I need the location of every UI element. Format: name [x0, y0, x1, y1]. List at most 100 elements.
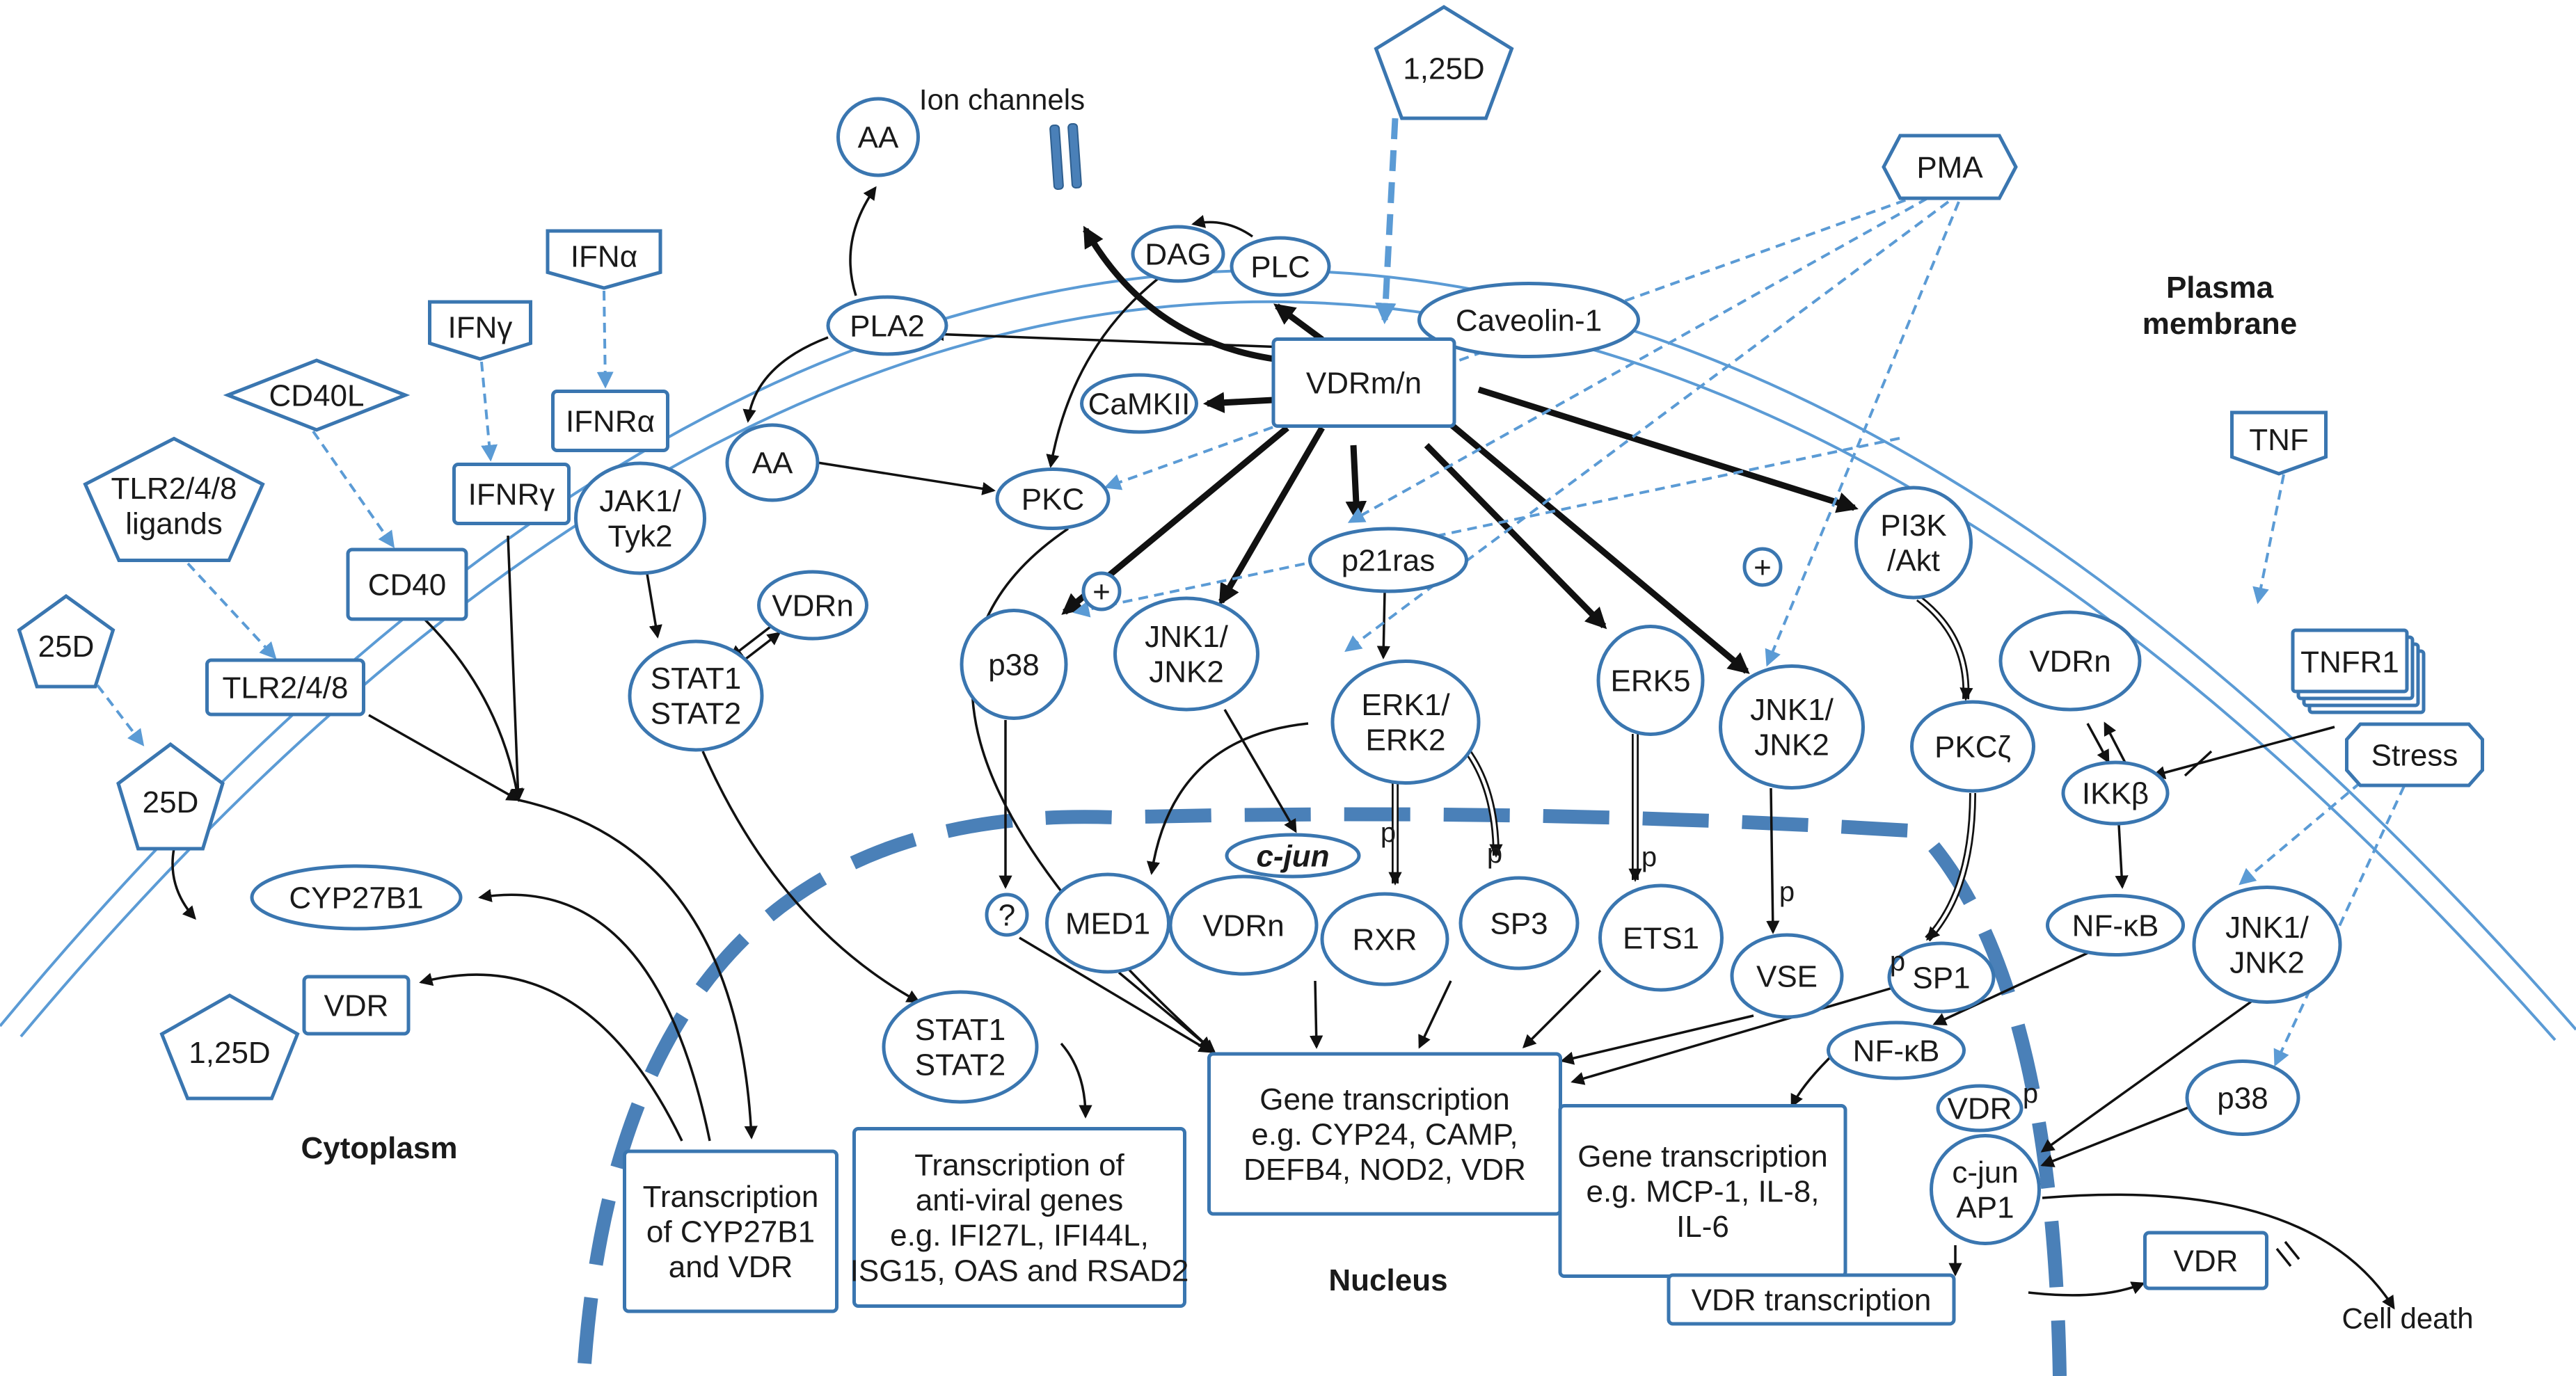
- ifn-r-alpha-node-text: IFNRα: [566, 404, 655, 438]
- vdr-transcription-to-vdr-arrow: [2028, 1281, 2145, 1297]
- p38-left-node: p38: [960, 609, 1068, 720]
- pla2-node-text: PLA2: [850, 309, 925, 343]
- dag-node: DAG: [1131, 225, 1225, 283]
- jnk-mid-node: JNK1/JNK2: [1719, 664, 1865, 790]
- plc-node-text: PLC: [1250, 250, 1310, 284]
- cyp-transcription-to-cyp27b1-arrow: [478, 888, 711, 1142]
- erk12-node-text: ERK1/ERK2: [1361, 688, 1450, 758]
- p38-right-to-ap1-arrow: [2040, 1105, 2193, 1167]
- vdrn-stat-node-text: VDRn: [772, 589, 853, 623]
- cyp27b1-node: CYP27B1: [250, 864, 463, 931]
- nfkb-cyto-node-text: NF-κB: [2072, 909, 2159, 943]
- pi3k-node-text: PI3K/Akt: [1880, 509, 1946, 578]
- vdr-nucleus-node-text: VDR: [1948, 1091, 2012, 1126]
- ifn-r-gamma-node-text: IFNRγ: [468, 477, 555, 511]
- tnf-node-text: TNF: [2249, 423, 2309, 457]
- dag-node-text: DAG: [1145, 237, 1211, 271]
- ligand-1-25d-bottom: 1,25D: [159, 993, 300, 1101]
- vdrmn-to-jnk-mid-arrow: [1449, 422, 1750, 674]
- pla2-to-aa-top-arrow: [849, 186, 877, 296]
- vdrmn-to-pi3k-arrow: [1477, 386, 1859, 513]
- plc-node: PLC: [1230, 236, 1331, 297]
- stress-node: Stress: [2345, 722, 2484, 787]
- med1-to-gene-arrow: [1118, 971, 1216, 1053]
- ifna-to-ifnra-dashed-arrow: [596, 290, 614, 389]
- dag-to-pkc-arrow: [1046, 277, 1160, 468]
- p-label-ap1: p: [2023, 1078, 2038, 1109]
- vse-to-gene-arrow: [1560, 1014, 1754, 1065]
- cjun-badge-text: c-jun: [1256, 839, 1329, 873]
- tnf-to-tnfr1-dashed-arrow: [2252, 474, 2285, 605]
- vdrmn-node: VDRm/n: [1271, 337, 1456, 428]
- jnk-left-node-text: JNK1/JNK2: [1145, 620, 1229, 689]
- camkii-node: CaMKII: [1080, 373, 1198, 434]
- vse-node: VSE: [1730, 933, 1844, 1019]
- pkc-node-text: PKC: [1021, 482, 1084, 516]
- jnk-mid-node-text: JNK1/JNK2: [1750, 693, 1834, 762]
- vdrn-stat-node: VDRn: [757, 570, 868, 641]
- sp1-to-gene-arrow: [1571, 986, 1893, 1085]
- ligand-25d-outside-text: 25D: [38, 630, 95, 664]
- ikkb-node: IKKβ: [2061, 760, 2170, 826]
- ifng-to-ifnrg-dashed-arrow: [480, 361, 498, 462]
- p38-right-node: p38: [2185, 1059, 2300, 1136]
- ifn-alpha-node-text: IFNα: [571, 239, 637, 273]
- vdrmn-to-plc-arrow: [1273, 303, 1324, 342]
- camkii-node-text: CaMKII: [1088, 387, 1191, 421]
- vdrn-nucleus-node: VDRn: [1168, 874, 1319, 976]
- vdrn-right-node: VDRn: [1998, 610, 2142, 712]
- cd40l-node-text: CD40L: [269, 378, 365, 413]
- tlr-to-nucleus-line: [368, 714, 520, 801]
- plus-badge-right-text: +: [1754, 550, 1772, 584]
- p21ras-node-text: p21ras: [1342, 543, 1436, 577]
- cd40-node: CD40: [346, 547, 468, 621]
- cd40l-node: CD40L: [223, 358, 411, 432]
- ligand-1-25d-top: 1,25D: [1374, 5, 1514, 120]
- ion-channels-label: Ion channels: [919, 83, 1085, 116]
- aa-top-node-text: AA: [858, 120, 899, 154]
- cd40-to-nucleus-line: [423, 618, 523, 802]
- ligand-25d-inside: 25D: [116, 742, 225, 851]
- med1-node-text: MED1: [1065, 906, 1150, 941]
- jnk-left-to-cjun-arrow: [1223, 709, 1297, 833]
- nfkb-nuc-to-gene-arrow: [1790, 1056, 1831, 1108]
- cell-death-label: Cell death: [2342, 1302, 2473, 1335]
- erk5-node: ERK5: [1596, 625, 1705, 736]
- stat-b-to-antiviral-arrow: [1060, 1042, 1092, 1119]
- vdrn-to-ikkb-arrow: [2086, 723, 2110, 764]
- pma-to-p38-dashed-arrow: [1072, 437, 1900, 618]
- vdr-out-node: VDR: [2143, 1231, 2268, 1290]
- jak-tyk-node: JAK1/Tyk2: [574, 461, 706, 575]
- pma-to-p21ras-dashed-arrow: [1347, 197, 1928, 523]
- ifn-alpha-node: IFNα: [546, 229, 662, 290]
- ion-channels-label-text: Ion channels: [919, 83, 1085, 116]
- nfkb-cyto-to-nfkb-nuc-arrow: [1932, 952, 2088, 1025]
- query-node: ?: [985, 893, 1029, 937]
- ifn-gamma-node: IFNγ: [428, 300, 532, 361]
- rxr-to-gene-arrow: [1310, 980, 1323, 1049]
- tlr-node-text: TLR2/4/8: [223, 671, 349, 705]
- query-to-gene-arrow: [1019, 936, 1213, 1053]
- query-node-text: ?: [999, 898, 1015, 932]
- jnk-right-node: JNK1/JNK2: [2192, 886, 2342, 1004]
- stress-node-text: Stress: [2371, 738, 2458, 772]
- erk12-node: ERK1/ERK2: [1330, 659, 1481, 785]
- vdrmn-to-ion-channels-arrow: [1083, 225, 1301, 365]
- sp3-node-text: SP3: [1490, 906, 1548, 941]
- vdr-transcription-box: VDR transcription: [1667, 1273, 1956, 1326]
- 25d-out-to-25d-in-dashed-arrow: [96, 684, 145, 746]
- p38-right-node-text: p38: [2217, 1081, 2268, 1115]
- jak-to-stat-arrow: [646, 573, 662, 639]
- sp1-node: SP1: [1887, 941, 1996, 1014]
- nucleus-label: Nucleus: [1328, 1263, 1447, 1297]
- pma-to-jnk-mid-dashed-arrow: [1765, 201, 1960, 667]
- ifn-gamma-node-text: IFNγ: [448, 310, 513, 344]
